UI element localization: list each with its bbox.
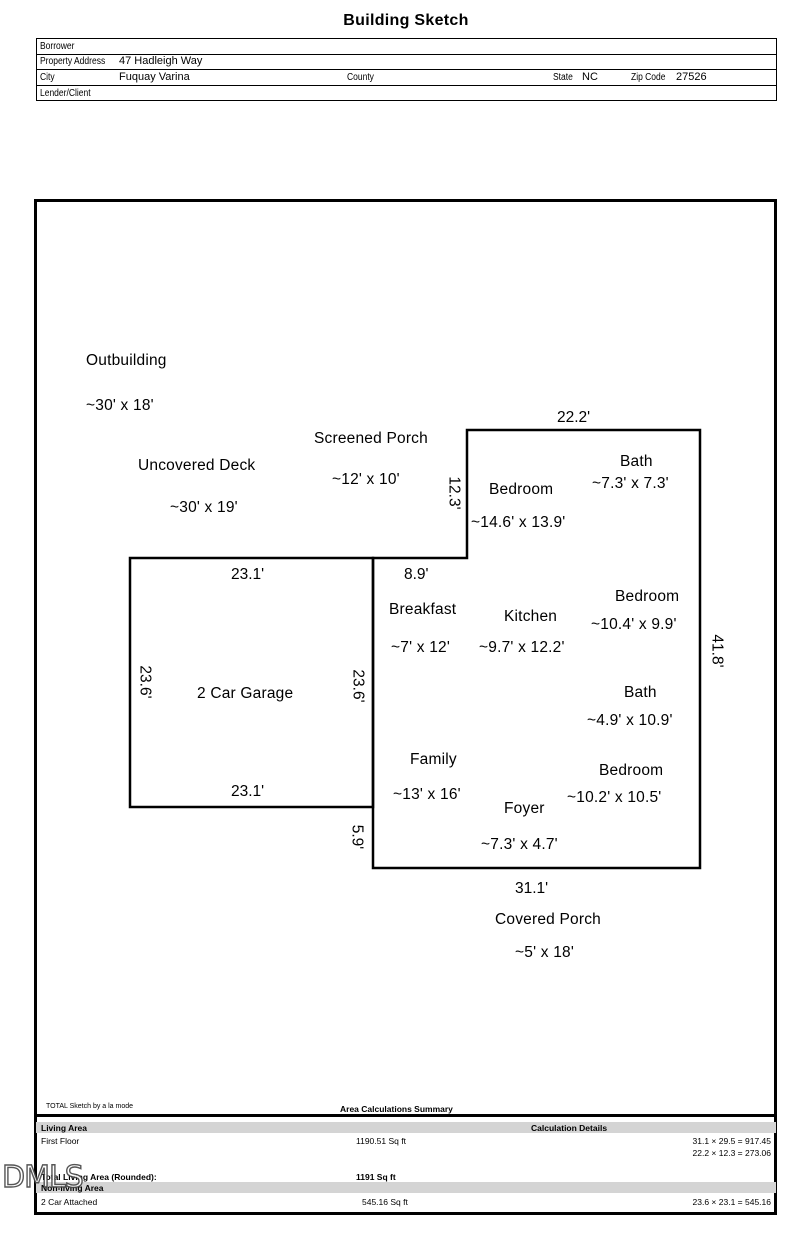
non-living-label: Non-living Area <box>41 1183 104 1193</box>
foyer-size: ~7.3' x 4.7' <box>481 836 558 853</box>
screened-porch-size: ~12' x 10' <box>332 471 400 488</box>
dimension-garage-left: 23.6' <box>136 665 154 699</box>
living-area-label: Living Area <box>41 1123 87 1133</box>
family-size: ~13' x 16' <box>393 786 461 803</box>
calc-line-1: 31.1 × 29.5 = 917.45 <box>692 1136 771 1146</box>
uncovered-deck-size: ~30' x 19' <box>170 499 238 516</box>
total-living-label: Total Living Area (Rounded): <box>41 1172 157 1182</box>
page-title: Building Sketch <box>343 12 469 29</box>
breakfast-label: Breakfast <box>389 601 457 618</box>
total-living-value: 1191 Sq ft <box>356 1172 396 1182</box>
zip-value: 27526 <box>676 71 707 83</box>
dimension-garage-top: 23.1' <box>231 566 265 583</box>
garage-label: 2 Car Garage <box>197 685 294 702</box>
dimension-right-side: 41.8' <box>708 634 726 668</box>
borrower-label: Borrower <box>40 41 75 52</box>
non-living-header-bar <box>36 1182 776 1193</box>
calc-details-label: Calculation Details <box>531 1123 608 1133</box>
dimension-bottom: 31.1' <box>515 880 549 897</box>
bedroom-1-size: ~14.6' x 13.9' <box>471 514 566 531</box>
borrower-row: Borrower <box>37 39 776 55</box>
covered-porch-size: ~5' x 18' <box>515 944 574 961</box>
mls-watermark: DMLS <box>1 1159 84 1195</box>
sketch-frame <box>34 199 777 1215</box>
house-outline <box>371 428 702 870</box>
family-label: Family <box>410 751 457 768</box>
area-calculations-table: Living Area Calculation Details First Fl… <box>36 1114 776 1212</box>
first-floor-value: 1190.51 Sq ft <box>356 1136 406 1146</box>
garage-attached-label: 2 Car Attached <box>41 1197 98 1207</box>
garage-attached-value: 545.16 Sq ft <box>362 1197 408 1207</box>
bath-2-size: ~4.9' x 10.9' <box>587 712 673 729</box>
bedroom-1-label: Bedroom <box>489 481 554 498</box>
dimension-notch-width: 8.9' <box>404 566 429 583</box>
property-info-header: Borrower Property Address 47 Hadleigh Wa… <box>36 38 777 101</box>
zip-label: Zip Code <box>631 72 666 83</box>
area-summary-title: Area Calculations Summary <box>340 1104 453 1114</box>
covered-porch-label: Covered Porch <box>495 911 601 928</box>
screened-porch-label: Screened Porch <box>314 430 428 447</box>
city-row: City Fuquay Varina County State NC Zip C… <box>37 70 776 86</box>
first-floor-label: First Floor <box>41 1136 80 1146</box>
calc-line-2: 22.2 × 12.3 = 273.06 <box>692 1148 771 1158</box>
state-value: NC <box>582 71 598 83</box>
breakfast-size: ~7' x 12' <box>391 639 450 656</box>
bedroom-2-label: Bedroom <box>615 588 680 605</box>
foyer-label: Foyer <box>504 800 545 817</box>
lender-row: Lender/Client <box>37 86 776 102</box>
bedroom-3-size: ~10.2' x 10.5' <box>567 789 662 806</box>
garage-calc: 23.6 × 23.1 = 545.16 <box>692 1197 771 1207</box>
bedroom-3-label: Bedroom <box>599 762 664 779</box>
bath-2-label: Bath <box>624 684 657 701</box>
lender-label: Lender/Client <box>40 88 91 99</box>
dimension-top: 22.2' <box>557 409 591 426</box>
city-label: City <box>40 72 55 83</box>
outbuilding-label: Outbuilding <box>86 352 167 369</box>
county-label: County <box>347 72 374 83</box>
city-value: Fuquay Varina <box>119 71 190 83</box>
address-row: Property Address 47 Hadleigh Way <box>37 54 776 70</box>
dimension-garage-right: 23.6' <box>349 669 367 703</box>
state-label: State <box>553 72 573 83</box>
kitchen-size: ~9.7' x 12.2' <box>479 639 565 656</box>
software-credit: TOTAL Sketch by a la mode <box>46 1103 134 1110</box>
bedroom-2-size: ~10.4' x 9.9' <box>591 616 677 633</box>
kitchen-label: Kitchen <box>504 608 558 625</box>
uncovered-deck-label: Uncovered Deck <box>138 457 256 474</box>
living-area-header-bar <box>36 1122 776 1133</box>
dimension-bottom-left-step: 5.9' <box>348 824 366 850</box>
bath-1-size: ~7.3' x 7.3' <box>592 475 669 492</box>
property-address-label: Property Address <box>40 56 106 67</box>
dimension-garage-bottom: 23.1' <box>231 783 265 800</box>
property-address-value: 47 Hadleigh Way <box>119 55 203 67</box>
outbuilding-size: ~30' x 18' <box>86 397 154 414</box>
dimension-notch-height: 12.3' <box>445 476 463 510</box>
garage-outline <box>128 556 375 809</box>
bath-1-label: Bath <box>620 453 653 470</box>
